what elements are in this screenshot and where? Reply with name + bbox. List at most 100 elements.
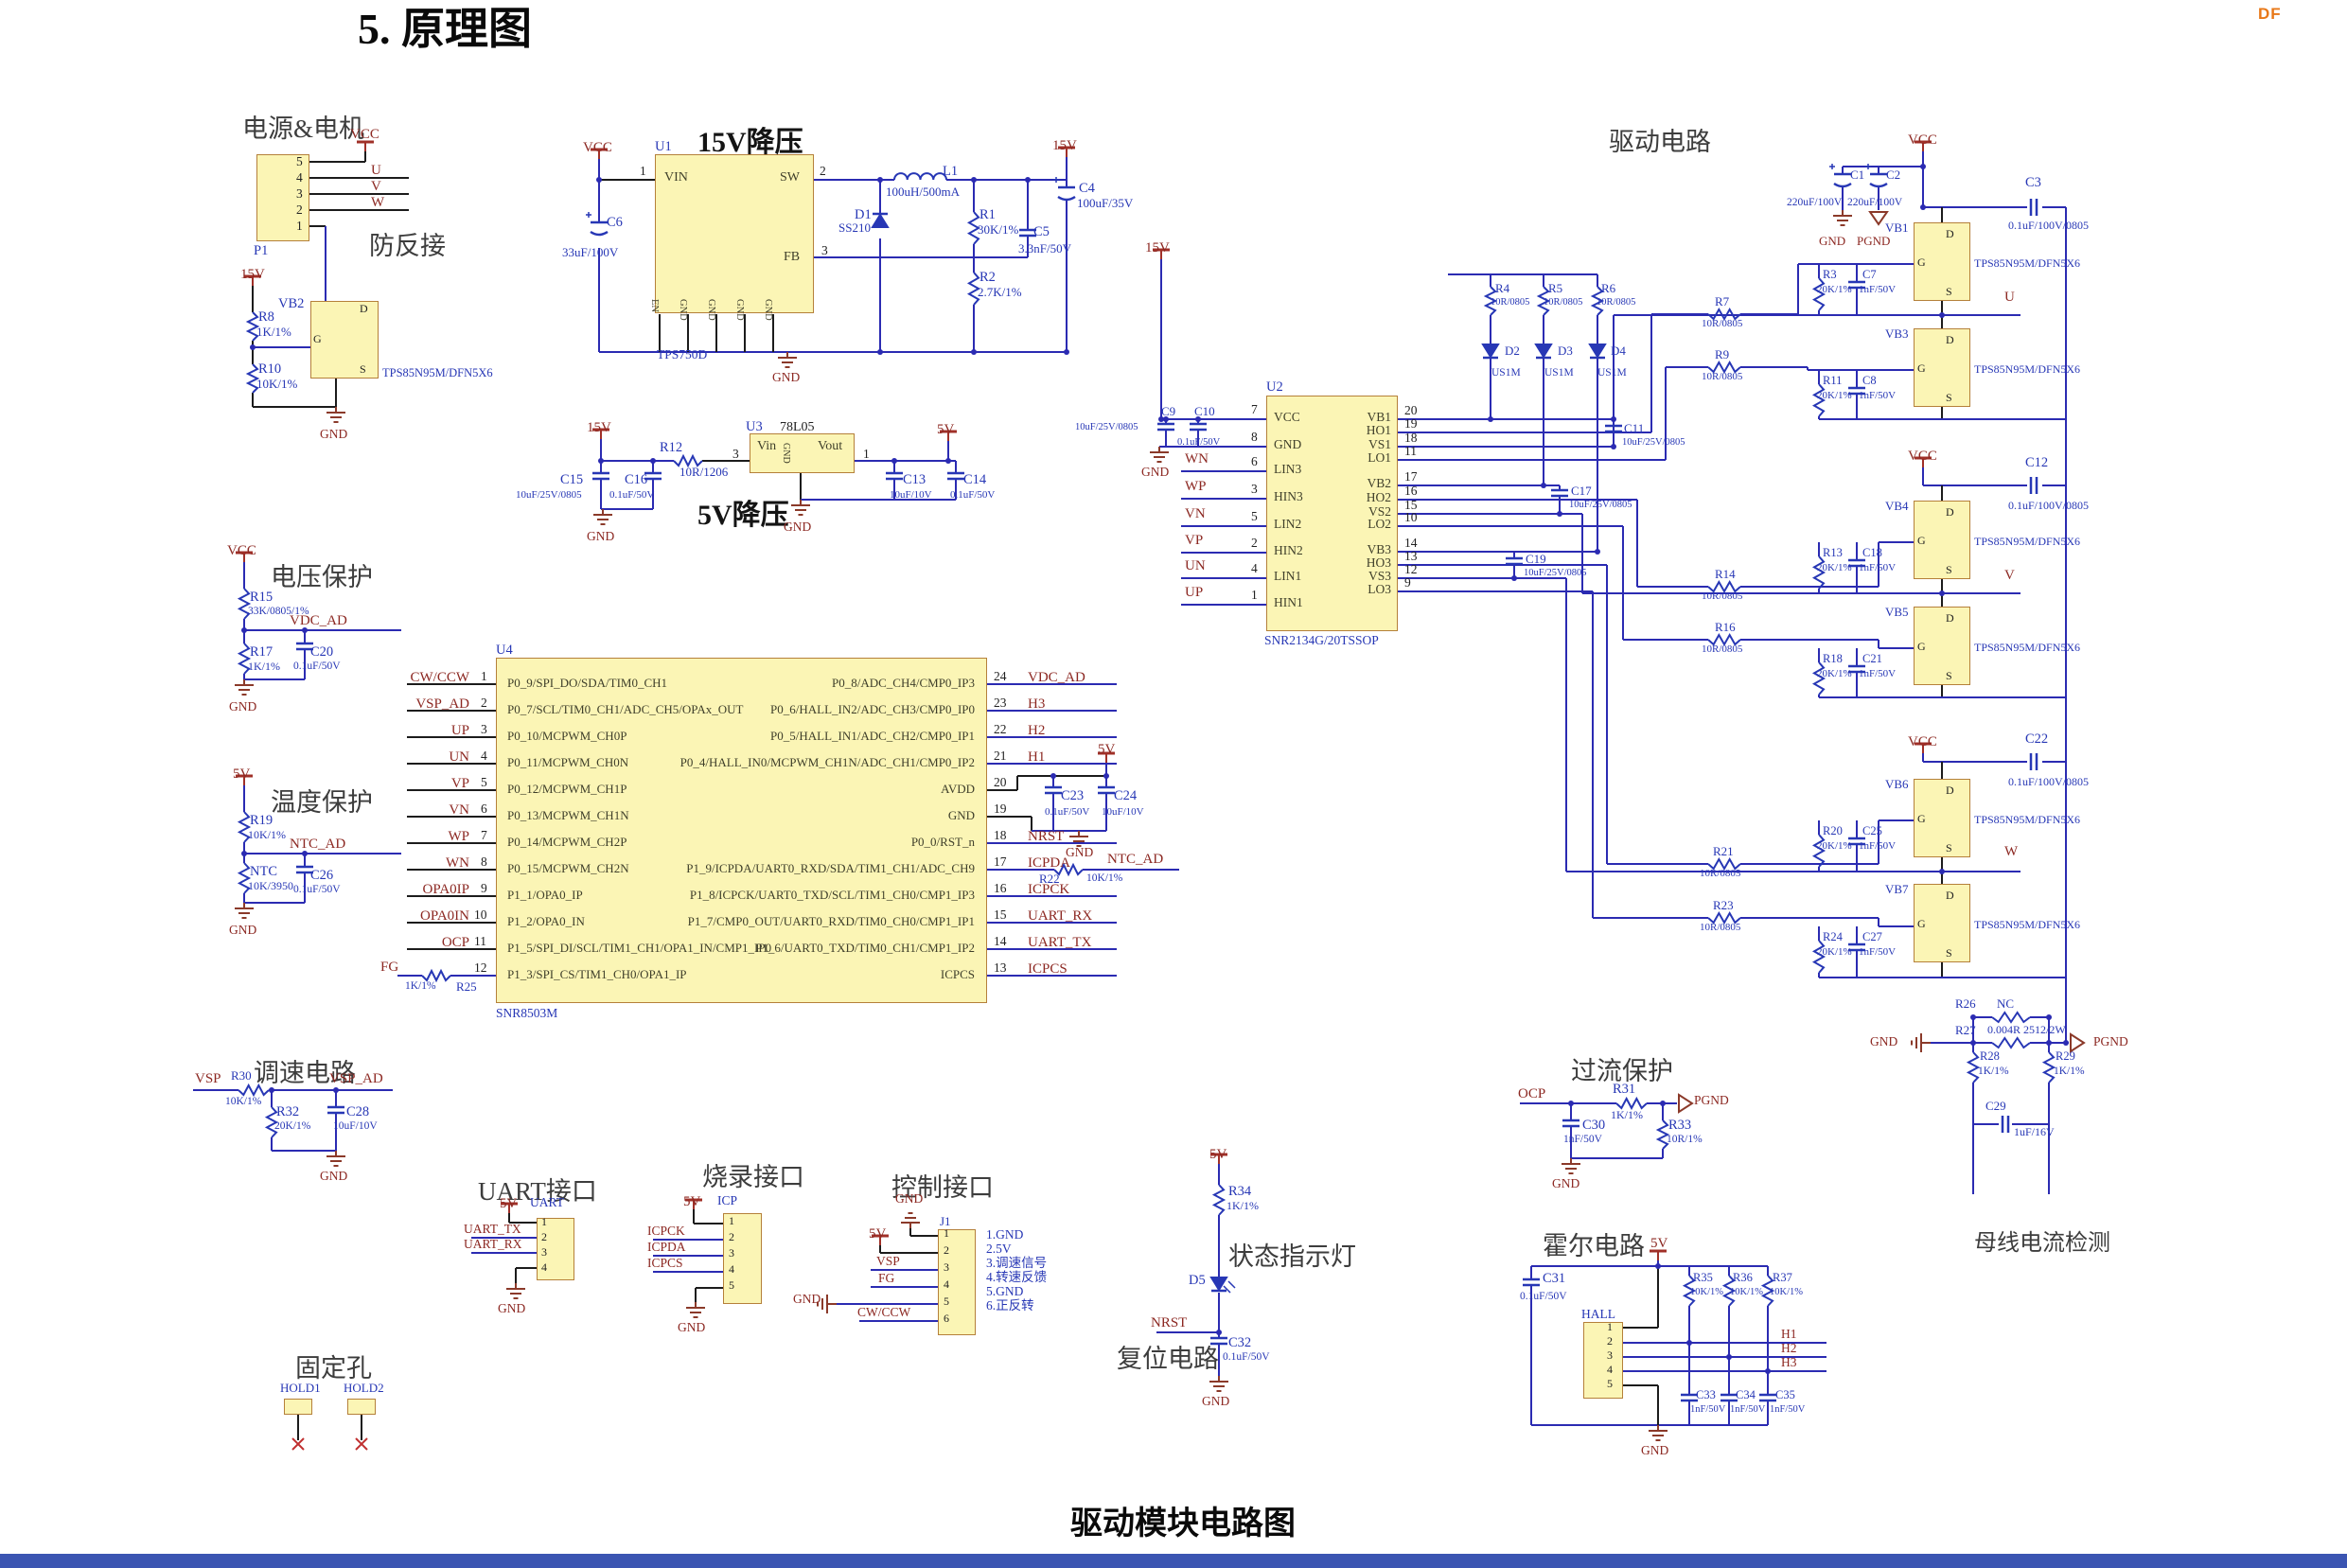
pin-number: G — [1917, 534, 1926, 547]
ref-designator: U2 — [1266, 379, 1283, 395]
pin-number: G — [1917, 640, 1926, 653]
ref-designator: C28 — [346, 1104, 370, 1119]
section-title: 烧录接口 — [702, 1163, 804, 1191]
pin-name: P1_3/SPI_CS/TIM1_CH0/OPA1_IP — [507, 967, 687, 981]
ref-designator: R5 — [1548, 281, 1563, 295]
pin-name: P0_8/ADC_CH4/CMP0_IP3 — [832, 676, 975, 690]
value-label: 10K/1% — [1770, 1287, 1803, 1297]
net-label: ICPCK — [647, 1224, 685, 1238]
value-label: 10uF/25V/0805 — [1075, 422, 1138, 432]
value-label: US1M — [1491, 367, 1521, 379]
connector-note: 4.转速反馈 — [986, 1270, 1048, 1284]
net-label: GND — [793, 1292, 821, 1306]
pin-name: P0_7/SCL/TIM0_CH1/ADC_CH5/OPAx_OUT — [507, 702, 744, 716]
ref-designator: R22 — [1039, 872, 1060, 886]
net-label: VSP_AD — [329, 1071, 383, 1086]
pin-name: GND — [734, 299, 745, 321]
pin-name: P0_9/SPI_DO/SDA/TIM0_CH1 — [507, 676, 668, 690]
net-label: GND — [772, 370, 801, 384]
value-label: US1M — [1544, 367, 1574, 379]
pin-name: P0_0/RST_n — [910, 835, 975, 849]
ref-designator: C33 — [1696, 1388, 1716, 1401]
pin-number: 19 — [1404, 416, 1418, 431]
pin-name: VIN — [664, 170, 688, 185]
ref-designator: C10 — [1194, 404, 1215, 418]
pin-number: 1 — [481, 669, 487, 683]
pin-number: 1 — [541, 1215, 547, 1228]
pin-name: P1_2/OPA0_IN — [507, 914, 585, 928]
part-number: TPS750D — [657, 347, 708, 361]
net-label: GND — [320, 1169, 348, 1183]
ref-designator: C1 — [1850, 167, 1865, 182]
net-label: GND — [784, 520, 812, 534]
net-label: 5V — [1098, 742, 1116, 757]
pin-number: 13 — [1404, 549, 1418, 563]
net-label: VP — [1185, 533, 1204, 548]
pin-number: 10 — [474, 907, 487, 922]
net-label: FG — [380, 960, 399, 975]
pin-number: 20 — [1404, 403, 1418, 417]
pin-number: D — [360, 302, 368, 315]
icp-connector — [723, 1213, 762, 1304]
ref-designator: C29 — [1985, 1099, 2006, 1113]
value-label: 30K/1% — [978, 222, 1019, 237]
net-label: GND — [1066, 845, 1094, 859]
net-label: V — [371, 179, 381, 194]
value-label: 33uF/100V — [562, 245, 619, 259]
part-number: TPS85N95M/DFN5X6 — [1974, 641, 2081, 654]
net-label: H2 — [1781, 1341, 1797, 1355]
value-label: 2.7K/1% — [978, 285, 1022, 299]
hold2-pad — [347, 1399, 376, 1415]
ref-designator: VB7 — [1885, 882, 1909, 896]
net-label: 5V — [869, 1226, 887, 1242]
ref-designator: R16 — [1715, 620, 1736, 634]
section-title: 电源&电机 — [242, 115, 365, 143]
pin-name: EN — [649, 299, 660, 312]
net-label: PGND — [1694, 1093, 1729, 1107]
ref-designator: C5 — [1033, 224, 1050, 239]
ref-designator: R6 — [1601, 281, 1616, 295]
net-label: WN — [1185, 451, 1209, 467]
ref-designator: R21 — [1713, 844, 1734, 858]
section-title: 5V降压 — [697, 500, 789, 531]
value-label: 0.1uF/50V — [1177, 437, 1221, 448]
value-label: 10R/0805 — [1702, 643, 1743, 655]
pin-number: D — [1946, 784, 1954, 797]
net-label: 15V — [587, 420, 611, 435]
pin-number: 15 — [1404, 498, 1418, 512]
net-label: ICPDA — [647, 1240, 686, 1254]
pin-number: D — [1946, 611, 1954, 625]
ref-designator: R10 — [258, 361, 282, 377]
pin-name: SW — [780, 170, 800, 185]
pin-number: 3 — [821, 243, 828, 257]
value-label: 0.1uF/100V/0805 — [2008, 775, 2090, 788]
pin-name: VB3 — [1367, 542, 1391, 556]
section-title: 母线电流检测 — [1974, 1231, 2110, 1256]
net-label: NTC_AD — [290, 837, 346, 852]
pin-name: VS1 — [1368, 437, 1391, 451]
value-label: 1nF/50V — [1563, 1134, 1602, 1145]
pin-number: 1 — [1607, 1320, 1613, 1333]
pin-number: 18 — [994, 828, 1007, 842]
net-label: GND — [1141, 465, 1170, 479]
value-label: 0.1uF/50V — [293, 884, 341, 895]
pin-number: 6 — [481, 802, 487, 816]
ref-designator: R31 — [1613, 1082, 1636, 1097]
ref-designator: R27 — [1955, 1023, 1976, 1037]
value-label: 10K/3950 — [248, 879, 293, 892]
section-title: 电压保护 — [271, 563, 373, 591]
value-label: 10K/1% — [1086, 872, 1123, 884]
pin-name: P0_12/MCPWM_CH1P — [507, 782, 627, 796]
pin-number: 3 — [296, 186, 303, 201]
pin-number: 2 — [729, 1230, 734, 1243]
ref-designator: R34 — [1228, 1184, 1252, 1199]
ref-designator: C17 — [1571, 484, 1592, 498]
net-label: VCC — [350, 127, 379, 142]
value-label: 0.1uF/50V — [609, 489, 655, 501]
section-title: 复位电路 — [1117, 1345, 1219, 1373]
pin-number: 2 — [1607, 1334, 1613, 1348]
pin-name: GND — [763, 299, 773, 321]
pin-name: HIN2 — [1274, 543, 1303, 557]
value-label: 10K/1% — [256, 377, 298, 391]
